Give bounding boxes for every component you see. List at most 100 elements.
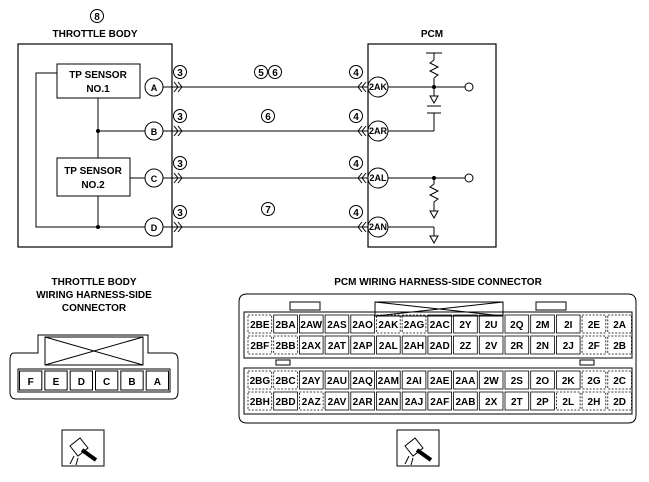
pcm-connector-cell: 2AE bbox=[430, 376, 450, 387]
svg-text:2AL: 2AL bbox=[369, 173, 387, 183]
pcm-pin-2ak: 2AK bbox=[367, 76, 389, 98]
pcm-connector-cell: 2D bbox=[613, 397, 626, 408]
tb-connector-pin: F bbox=[28, 377, 34, 388]
pcm-connector-cell: 2L bbox=[562, 397, 574, 408]
pcm-connector-cell: 2J bbox=[563, 341, 574, 352]
pcm-connector-cell-box bbox=[504, 335, 530, 355]
pcm-connector-cell: 2AA bbox=[455, 376, 475, 387]
pcm-connector-cell-box bbox=[350, 370, 375, 390]
tb-pin-c: C bbox=[144, 168, 164, 188]
wire-ref-6: 6 bbox=[261, 109, 275, 123]
svg-text:3: 3 bbox=[177, 159, 183, 170]
pcm-connector-cell-box bbox=[376, 335, 401, 355]
pcm-connector-cell: 2O bbox=[536, 376, 550, 387]
pcm-connector-cell-box bbox=[504, 370, 530, 390]
svg-text:7: 7 bbox=[265, 205, 271, 216]
svg-text:THROTTLE BODY: THROTTLE BODY bbox=[52, 277, 137, 288]
tb-connector-pin: D bbox=[78, 377, 85, 388]
pcm-connector-cell: 2AF bbox=[430, 397, 449, 408]
svg-text:4: 4 bbox=[353, 159, 359, 170]
pcm-view-icon bbox=[396, 429, 440, 467]
pcm-connector-cell-box bbox=[401, 335, 427, 355]
pcm-connector-cell: 2AG bbox=[404, 320, 425, 331]
svg-text:CONNECTOR: CONNECTOR bbox=[62, 303, 127, 314]
svg-text:6: 6 bbox=[265, 112, 271, 123]
svg-text:WIRING HARNESS-SIDE: WIRING HARNESS-SIDE bbox=[36, 290, 152, 301]
pcm-connector-cell-box bbox=[556, 314, 581, 334]
tb-connector-ref-a: 3 bbox=[173, 65, 187, 79]
tb-connector-pin-box bbox=[145, 370, 170, 391]
pcm-connector-cell: 2AD bbox=[430, 341, 450, 352]
pcm-connector-cell-box bbox=[427, 391, 452, 411]
svg-text:2AN: 2AN bbox=[369, 222, 387, 232]
pcm-connector-cell: 2AX bbox=[302, 341, 322, 352]
tb-pin-d: D bbox=[144, 217, 164, 237]
tb-connector-pin-box bbox=[120, 370, 144, 391]
svg-text:A: A bbox=[151, 83, 158, 93]
svg-text:3: 3 bbox=[177, 68, 183, 79]
throttle-body-title: THROTTLE BODY bbox=[53, 29, 138, 40]
pcm-connector-cell-box bbox=[504, 391, 530, 411]
tb-connector-pin-box bbox=[19, 370, 43, 391]
pcm-connector-cell-box bbox=[401, 370, 427, 390]
wire-ref-7: 7 bbox=[261, 202, 275, 216]
pcm-connector-cell-box bbox=[453, 391, 478, 411]
svg-text:C: C bbox=[151, 174, 158, 184]
pcm-connector-caption: PCM WIRING HARNESS-SIDE CONNECTOR bbox=[334, 277, 542, 288]
svg-text:4: 4 bbox=[353, 208, 359, 219]
pcm-connector-ref-2: 4 bbox=[349, 109, 363, 123]
pcm-connector-cell: 2Z bbox=[460, 341, 472, 352]
svg-text:2AR: 2AR bbox=[369, 126, 388, 136]
pcm: PCM 2AK 2AR 2AL 2AN bbox=[367, 29, 497, 248]
pcm-connector-cell: 2AP bbox=[353, 341, 373, 352]
pcm-connector-cell: 2Q bbox=[510, 320, 524, 331]
pcm-connector-cell: 2AV bbox=[328, 397, 347, 408]
pcm-connector-cell-box bbox=[504, 314, 530, 334]
pcm-connector-cell-box bbox=[324, 335, 350, 355]
pcm-connector-cell: 2C bbox=[613, 376, 626, 387]
pcm-connector-cell-box bbox=[401, 314, 427, 334]
pcm-connector-cell-box bbox=[350, 314, 375, 334]
pcm-connector-cell-box bbox=[298, 335, 324, 355]
pcm-connector-cell: 2AQ bbox=[352, 376, 373, 387]
pcm-connector-cell-box bbox=[427, 335, 452, 355]
pcm-connector-cell: 2M bbox=[536, 320, 550, 331]
tb-connector-pin-box bbox=[95, 370, 119, 391]
pcm-connector-cell: 2T bbox=[511, 397, 523, 408]
pcm-connector-cell-box bbox=[530, 314, 555, 334]
tb-connector-pin-box bbox=[44, 370, 68, 391]
pcm-pin-2al: 2AL bbox=[367, 167, 389, 189]
pcm-pin-2ar: 2AR bbox=[367, 120, 389, 142]
svg-text:B: B bbox=[151, 127, 158, 137]
pcm-connector-cell: 2AY bbox=[302, 376, 321, 387]
tb-connector-pin: E bbox=[53, 377, 60, 388]
pcm-connector-ref-3: 4 bbox=[349, 156, 363, 170]
pcm-connector-cell: 2AL bbox=[379, 341, 398, 352]
pcm-connector-cell: 2BG bbox=[250, 376, 271, 387]
pcm-connector-cell: 2AO bbox=[352, 320, 373, 331]
pcm-connector-cell-box bbox=[324, 391, 350, 411]
tp-sensor-2-line1: TP SENSOR bbox=[64, 166, 122, 177]
pcm-connector-cell-box bbox=[581, 391, 607, 411]
tb-connector-pin: C bbox=[103, 377, 110, 388]
pcm-connector-cell-box bbox=[453, 335, 478, 355]
pcm-connector-cell-box bbox=[581, 335, 607, 355]
pcm-connector-cell: 2BB bbox=[276, 341, 296, 352]
pcm-connector-cell-box bbox=[273, 314, 298, 334]
tp-sensor-1-line1: TP SENSOR bbox=[69, 70, 127, 81]
pcm-connector-cell-box bbox=[453, 314, 478, 334]
pcm-connector-cell: 2AC bbox=[430, 320, 450, 331]
pcm-connector-cell: 2S bbox=[511, 376, 524, 387]
pcm-connector-cell-box bbox=[607, 335, 632, 355]
pcm-connector-cell: 2AW bbox=[300, 320, 322, 331]
pcm-connector-cell: 2AM bbox=[378, 376, 399, 387]
pcm-connector-cell: 2AK bbox=[378, 320, 399, 331]
pcm-connector-cell: 2Y bbox=[459, 320, 472, 331]
pcm-connector-cell-box bbox=[298, 391, 324, 411]
tb-connector-caption: THROTTLE BODY WIRING HARNESS-SIDE CONNEC… bbox=[36, 277, 152, 314]
pcm-connector-cell: 2BF bbox=[250, 341, 269, 352]
svg-text:4: 4 bbox=[353, 112, 359, 123]
pcm-connector-cell: 2K bbox=[562, 376, 576, 387]
